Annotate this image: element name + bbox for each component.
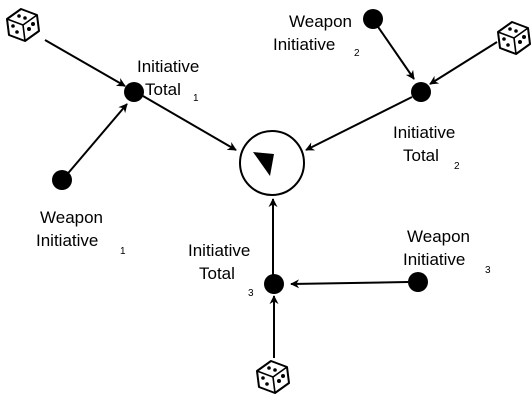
edge-total2-to-center xyxy=(305,96,413,151)
total2-label-line2: Total xyxy=(403,146,439,165)
total1-label-line1: Initiative xyxy=(137,57,199,76)
weapon3-node xyxy=(408,272,428,292)
total3-node xyxy=(264,274,284,294)
edge-weapon1-to-total1 xyxy=(63,103,128,179)
target-pointer-icon xyxy=(239,130,305,196)
total2-label-subscript: 2 xyxy=(454,161,460,172)
edge-dice2-to-total2 xyxy=(429,41,498,85)
total1-label-line2: Total xyxy=(145,80,181,99)
total2-label-line1: Initiative xyxy=(393,123,455,142)
edge-total1-to-center xyxy=(142,95,237,151)
weapon1-label-line1: Weapon xyxy=(40,208,103,227)
weapon2-label-line1: Weapon xyxy=(289,12,352,31)
weapon1-label-line2: Initiative xyxy=(36,231,98,250)
total1-node xyxy=(124,82,144,102)
dice-icon xyxy=(256,360,290,394)
weapon1-label-subscript: 1 xyxy=(120,246,126,257)
weapon3-label-line1: Weapon xyxy=(407,227,470,246)
edge-dice1-to-total1 xyxy=(44,39,126,87)
edge-weapon2-to-total2 xyxy=(373,20,415,80)
total2-node xyxy=(411,82,431,102)
weapon2-node xyxy=(363,9,383,29)
total3-label-line1: Initiative xyxy=(188,241,250,260)
total1-label-subscript: 1 xyxy=(193,93,199,104)
weapon3-label-line2: Initiative xyxy=(403,250,465,269)
dice-icon xyxy=(6,8,40,42)
edges xyxy=(44,20,498,358)
edge-weapon3-to-total3 xyxy=(290,279,409,289)
weapon2-label-subscript: 2 xyxy=(354,48,360,59)
weapon2-label-line2: Initiative xyxy=(273,35,335,54)
total3-label-subscript: 3 xyxy=(248,288,254,299)
dice-icon xyxy=(497,21,531,55)
weapon3-label-subscript: 3 xyxy=(485,265,491,276)
total3-label-line2: Total xyxy=(199,264,235,283)
weapon1-node xyxy=(52,170,72,190)
